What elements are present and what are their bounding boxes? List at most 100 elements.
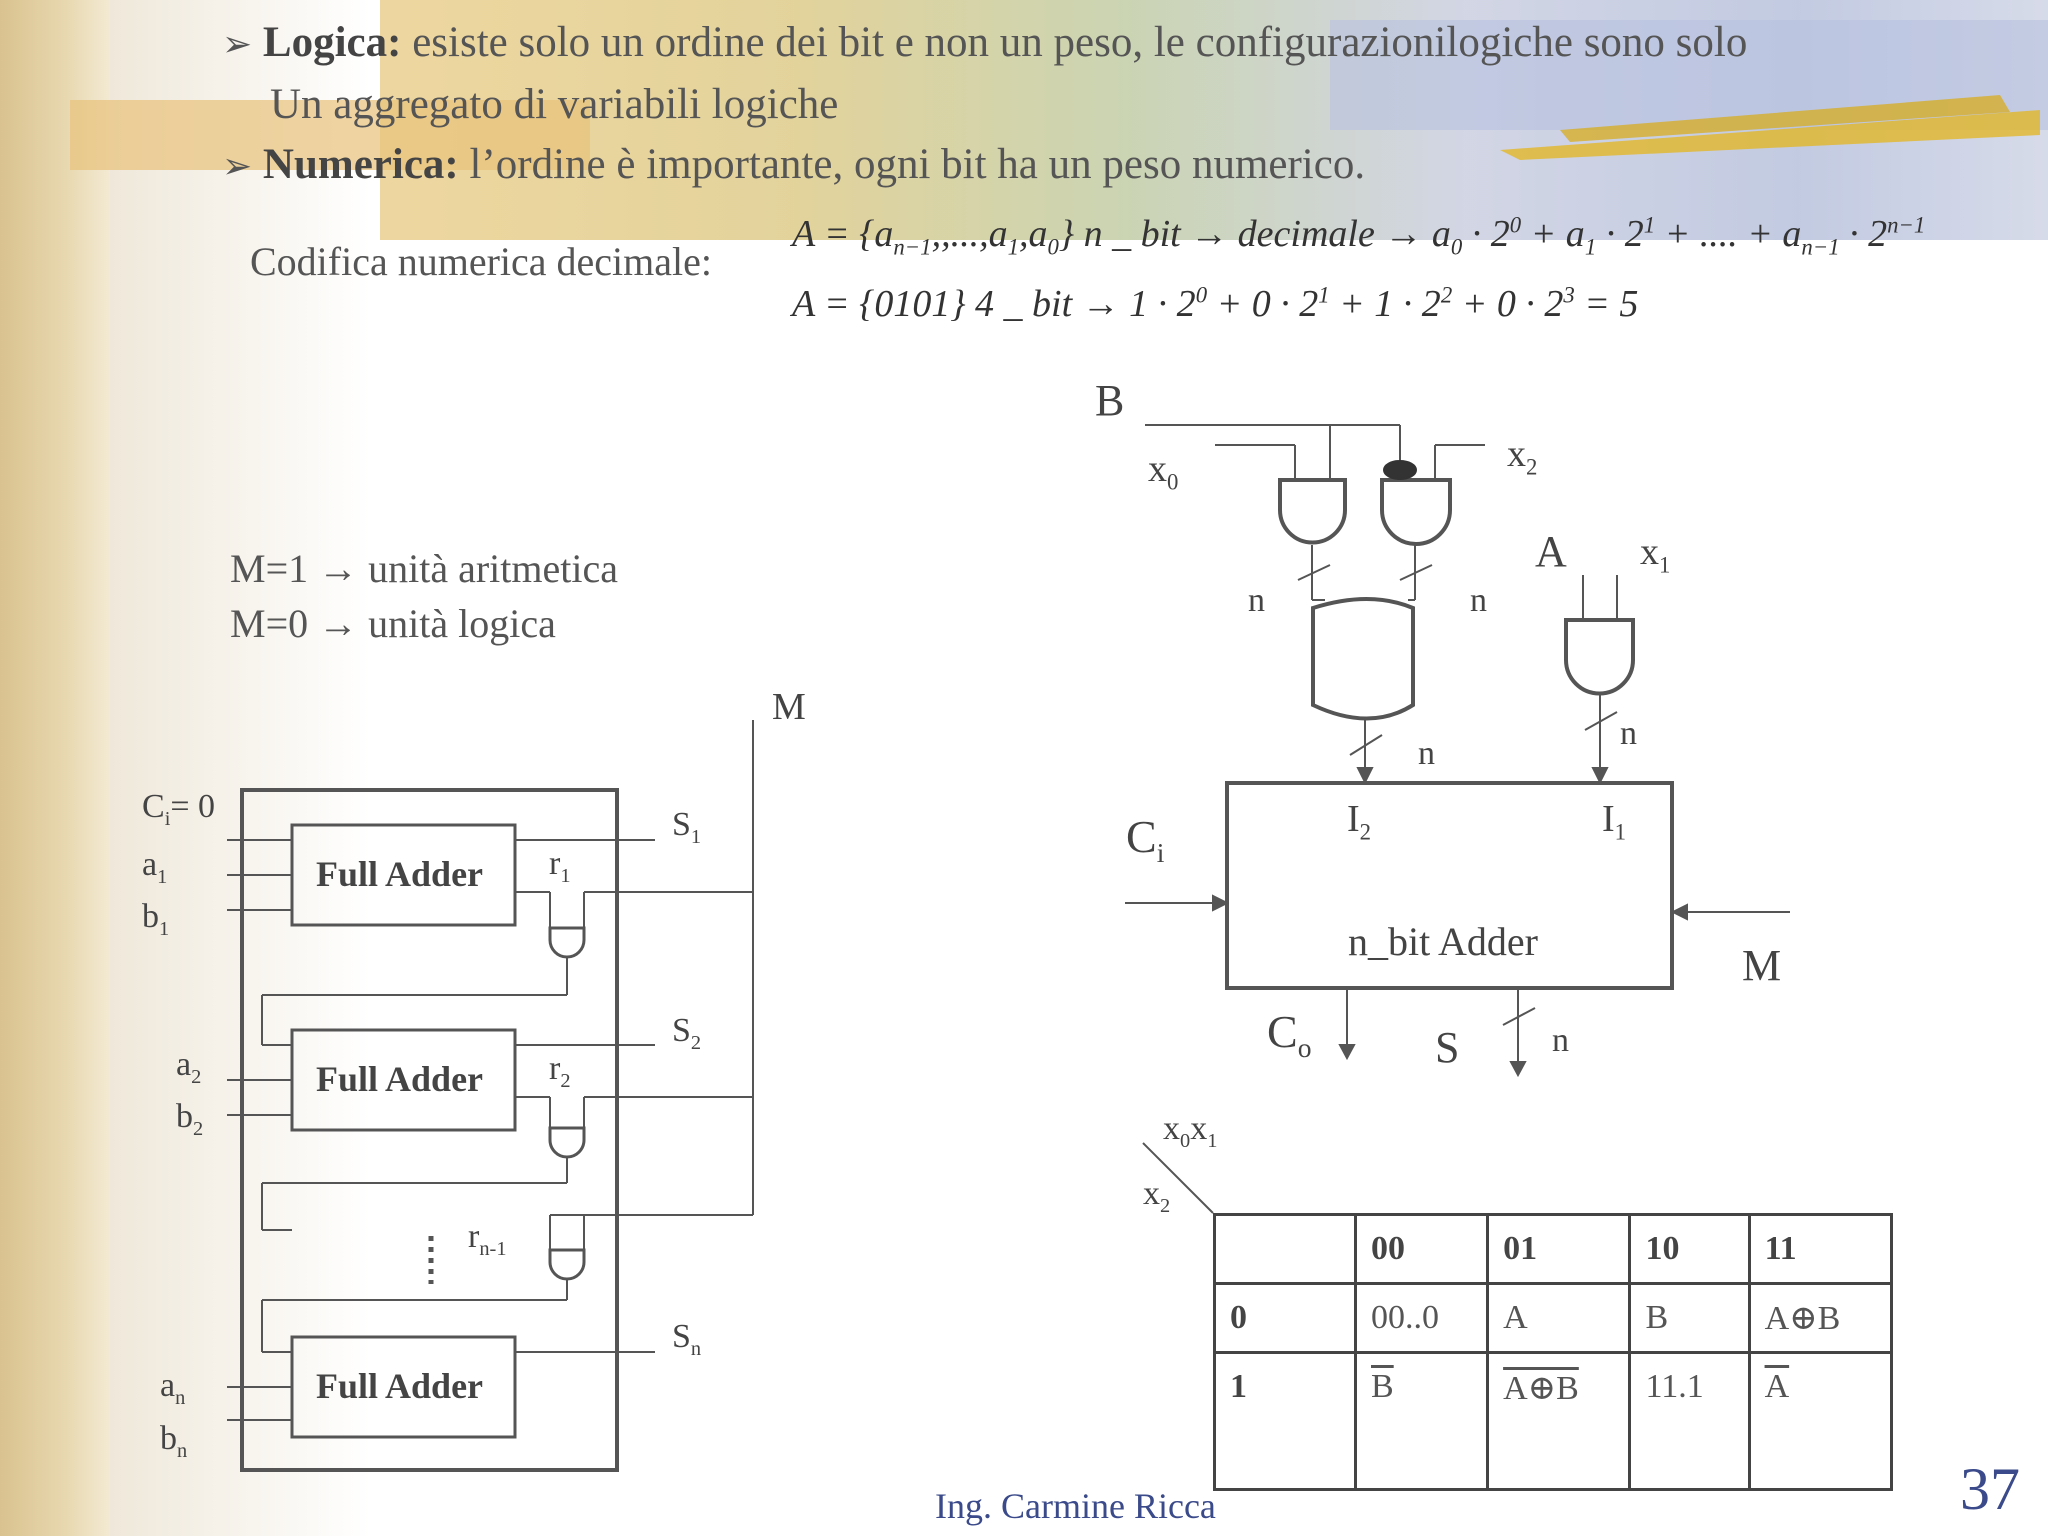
x0-label: x0	[1148, 447, 1178, 496]
footer-author: Ing. Carmine Ricca	[935, 1486, 1216, 1526]
bullet-logica-continuation: Un aggregato di variabili logiche	[270, 81, 839, 128]
x1-header-text: x	[1190, 1110, 1208, 1147]
n-label-or: n	[1418, 735, 1435, 772]
n-bit-adder-box	[1225, 781, 1674, 990]
bullet-numerica: ➢ Numerica: l’ordine è importante, ogni …	[222, 140, 1365, 189]
n-label-and: n	[1620, 715, 1637, 752]
table-header-row: 00 01 10 11	[1213, 1213, 1894, 1285]
mode-arithmetic: M=1 → unità aritmetica	[230, 546, 619, 591]
sn-label: Sn	[672, 1318, 701, 1361]
and-gate-r1	[548, 926, 586, 959]
i2-label-sub: 2	[1359, 819, 1372, 845]
i2-label: I2	[1347, 797, 1371, 846]
i2-label-text: I	[1347, 798, 1360, 840]
n-label-left: n	[1248, 582, 1265, 619]
bullet-logica: ➢ Logica: esiste solo un ordine dei bit …	[222, 18, 1747, 67]
sn-label-text: S	[672, 1318, 691, 1355]
coding-formula-general: A = {an−1,,...,a1,a0} n _ bit → decimale…	[792, 212, 1926, 260]
an-label-text: a	[160, 1367, 176, 1404]
b-label: B	[1095, 376, 1125, 425]
x2-label: x2	[1507, 432, 1537, 481]
table-cell: A	[1747, 1351, 1894, 1491]
table-header-x0x1: x0x1	[1163, 1110, 1217, 1153]
bn-label: bn	[160, 1420, 187, 1463]
table-cell: A	[1486, 1282, 1632, 1354]
rn1-label-text: r	[468, 1218, 480, 1255]
page-number: 37	[1960, 1456, 2020, 1522]
r2-label: r2	[549, 1050, 571, 1093]
full-adder-n-label: Full Adder	[316, 1366, 484, 1406]
s2-label: S2	[672, 1012, 701, 1055]
table-cell: A⊕B	[1486, 1351, 1632, 1491]
table-col-header: 10	[1628, 1213, 1751, 1285]
table-cell: B	[1353, 1351, 1490, 1491]
s2-label-text: S	[672, 1012, 691, 1049]
table-row: 0 00..0 A B A⊕B	[1213, 1282, 1894, 1354]
bullet-logica-term: Logica:	[262, 19, 402, 66]
an-label-sub: n	[175, 1386, 186, 1409]
x0-label-text: x	[1148, 448, 1167, 490]
x1-label-sub: 1	[1659, 552, 1671, 578]
m-input-label: M	[1742, 941, 1782, 990]
bn-label-sub: n	[177, 1439, 188, 1462]
truth-table: 00 01 10 11 0 00..0 A B A⊕B 1 B A⊕B 11.1…	[1213, 1213, 1894, 1491]
x2-corner-sub: 2	[1160, 1194, 1171, 1217]
full-adder-1-label: Full Adder	[316, 854, 484, 894]
a2-label: a2	[176, 1046, 201, 1089]
bullet-arrow-icon: ➢	[222, 146, 253, 186]
and-gate-b-x2	[1380, 478, 1452, 546]
s1-label: S1	[672, 806, 701, 849]
adder-label: n_bit Adder	[1348, 919, 1538, 964]
a1-label-sub: 1	[157, 865, 168, 888]
table-cell: B	[1628, 1282, 1751, 1354]
mode-logic: M=0 → unità logica	[230, 601, 556, 646]
x1-label: x1	[1640, 530, 1670, 579]
r1-label: r1	[549, 845, 571, 888]
rn1-label: rn-1	[468, 1218, 507, 1261]
n-label-s: n	[1552, 1022, 1569, 1059]
table-cell: 11.1	[1628, 1351, 1751, 1491]
and-gate-b-x0	[1278, 478, 1347, 545]
r1-label-text: r	[549, 845, 561, 882]
bullet-arrow-icon: ➢	[222, 24, 253, 64]
co-label-text: C	[1267, 1006, 1298, 1057]
x0-label-sub: 0	[1167, 469, 1179, 495]
x1-label-text: x	[1640, 531, 1659, 573]
co-label: Co	[1267, 1005, 1311, 1064]
m-label: M	[772, 686, 806, 728]
ci-label-text: C	[142, 788, 165, 825]
and-gate-r2	[548, 1126, 586, 1159]
s-output-label: S	[1435, 1023, 1460, 1072]
b1-label: b1	[142, 898, 169, 941]
x2-label-sub: 2	[1526, 454, 1538, 480]
table-col-header: 11	[1747, 1213, 1894, 1285]
table-cell: 00..0	[1353, 1282, 1490, 1354]
x0-header-text: x	[1163, 1110, 1180, 1147]
x2-label-text: x	[1507, 433, 1526, 475]
and-gate-a-x1	[1564, 618, 1635, 696]
inverter-bubble	[1383, 460, 1417, 480]
bullet-logica-text: esiste solo un ordine dei bit e non un p…	[401, 19, 1748, 66]
a2-label-sub: 2	[191, 1065, 202, 1088]
table-corner-x2: x2	[1143, 1175, 1170, 1218]
i1-label-sub: 1	[1614, 819, 1627, 845]
b2-label-sub: 2	[193, 1117, 204, 1140]
b2-label: b2	[176, 1098, 203, 1141]
n-label-right: n	[1470, 582, 1487, 619]
r2-label-text: r	[549, 1050, 561, 1087]
bullet-numerica-text: l’ordine è importante, ogni bit ha un pe…	[458, 141, 1366, 188]
s2-label-sub: 2	[690, 1031, 702, 1054]
full-adder-2-label: Full Adder	[316, 1059, 484, 1099]
and-gate-rn1	[548, 1248, 586, 1281]
or-gate	[1311, 597, 1415, 721]
co-label-sub: o	[1297, 1032, 1312, 1064]
table-cell: A⊕B	[1747, 1282, 1894, 1354]
rn1-label-sub: n-1	[479, 1237, 507, 1260]
r1-label-sub: 1	[560, 864, 571, 887]
sn-label-sub: n	[690, 1337, 702, 1360]
coding-formula-example: A = {0101} 4 _ bit → 1 · 20 + 0 · 21 + 1…	[792, 282, 1639, 325]
